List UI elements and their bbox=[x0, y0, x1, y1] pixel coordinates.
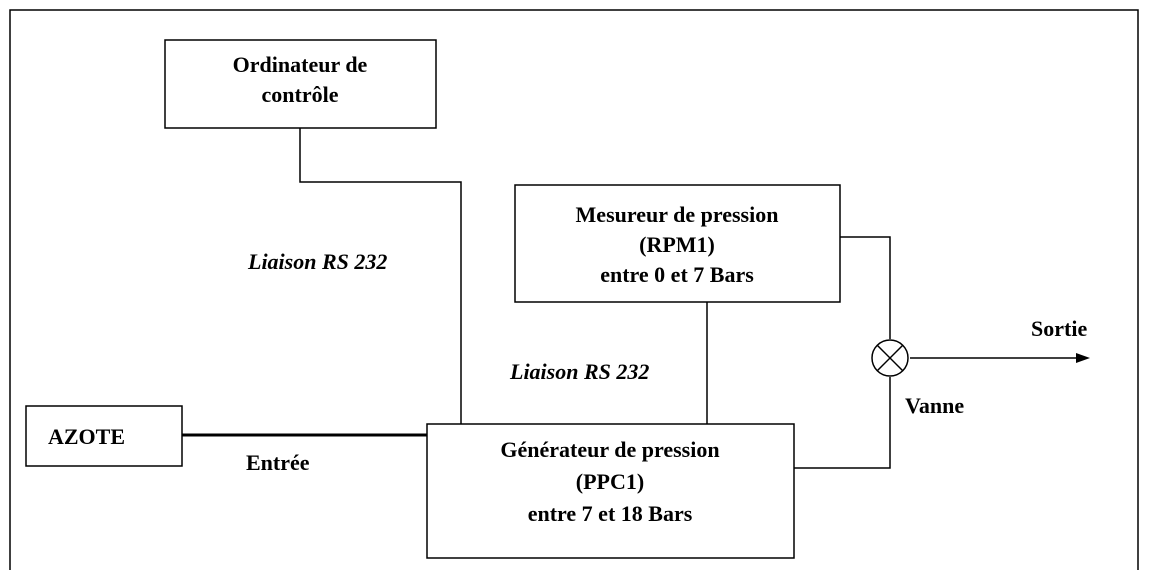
generator-label-line1: Générateur de pression bbox=[500, 437, 719, 462]
link-gauge-label: Liaison RS 232 bbox=[509, 359, 649, 384]
gauge-label-line2: (RPM1) bbox=[639, 232, 715, 257]
generator-box bbox=[426, 423, 795, 559]
wire-generator-valve bbox=[794, 377, 891, 469]
gauge-box bbox=[514, 184, 841, 303]
gauge-label-line3: entre 0 et 7 Bars bbox=[600, 262, 754, 287]
valve-label: Vanne bbox=[905, 393, 964, 418]
wire-computer-generator bbox=[299, 128, 462, 424]
output-arrowhead bbox=[1076, 353, 1090, 363]
input-label: Entrée bbox=[246, 450, 310, 475]
gauge-label-line1: Mesureur de pression bbox=[576, 202, 779, 227]
nitrogen-label: AZOTE bbox=[48, 424, 125, 449]
nitrogen-box bbox=[25, 405, 183, 467]
computer-label-line1: Ordinateur de bbox=[233, 52, 368, 77]
frame-border bbox=[9, 9, 1139, 570]
computer-box bbox=[164, 39, 437, 129]
valve-icon bbox=[871, 339, 909, 377]
output-label: Sortie bbox=[1031, 316, 1087, 341]
link-computer-label: Liaison RS 232 bbox=[247, 249, 387, 274]
wire-gauge-valve bbox=[840, 236, 891, 339]
generator-label-line3: entre 7 et 18 Bars bbox=[528, 501, 693, 526]
computer-label-line2: contrôle bbox=[262, 82, 339, 107]
generator-label-line2: (PPC1) bbox=[576, 469, 644, 494]
